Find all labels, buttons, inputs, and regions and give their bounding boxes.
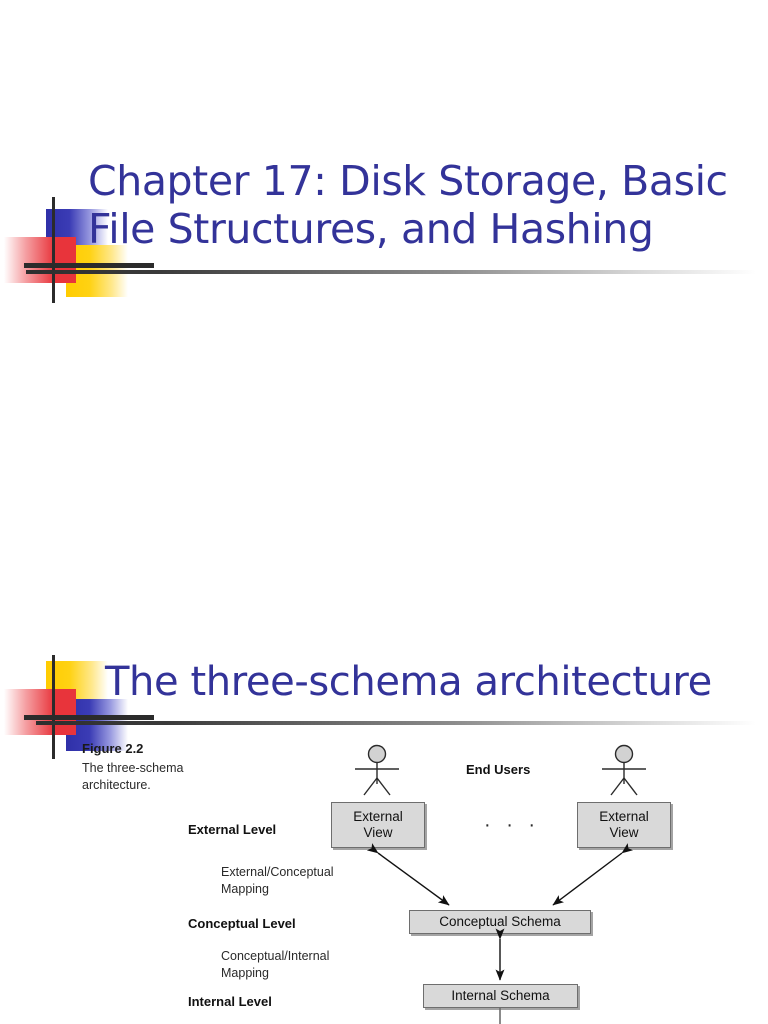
title-divider-rule-secondary xyxy=(36,721,756,725)
arrow-external-left-to-conceptual xyxy=(366,843,450,906)
arrow-external-right-to-conceptual xyxy=(552,843,634,906)
box-line-2: View xyxy=(609,825,639,840)
logo-vertical-bar xyxy=(52,655,55,759)
label-internal-level: Internal Level xyxy=(188,994,272,1009)
slide-title-chapter: Chapter 17: Disk Storage, Basic File Str… xyxy=(4,157,756,303)
logo-red-rectangle xyxy=(4,689,76,735)
logo-red-rectangle xyxy=(4,237,76,283)
stick-figure-user-left xyxy=(355,744,399,796)
label-external-level: External Level xyxy=(188,822,277,837)
internal-schema-box: Internal Schema xyxy=(423,984,578,1008)
box-line-1: External xyxy=(599,808,649,824)
conceptual-schema-label: Conceptual Schema xyxy=(439,913,561,929)
stick-figure-user-right xyxy=(602,744,646,796)
label-end-users: End Users xyxy=(466,762,531,777)
ellipsis-between-views: · · · xyxy=(484,814,541,836)
figure-caption-title: Figure 2.2 xyxy=(82,741,144,756)
logo-horizontal-bar xyxy=(24,715,154,720)
logo-horizontal-bar xyxy=(24,263,154,268)
logo-vertical-bar xyxy=(52,197,55,303)
three-schema-architecture-figure: Figure 2.2 The three-schema architecture… xyxy=(0,736,768,1024)
external-view-box-right: External View xyxy=(577,802,671,848)
powerpoint-corner-logo-secondary xyxy=(4,655,184,770)
external-view-box-left: External View xyxy=(331,802,425,848)
figure-vector-overlay xyxy=(355,744,646,1024)
external-view-label-left: External View xyxy=(353,809,403,842)
figure-caption-body: The three-schema architecture. xyxy=(82,761,184,792)
page-title: Chapter 17: Disk Storage, Basic File Str… xyxy=(88,157,728,254)
logo-blue-square xyxy=(66,699,128,751)
section-title: The three-schema architecture xyxy=(105,659,712,705)
internal-schema-label: Internal Schema xyxy=(451,987,550,1003)
title-divider-rule xyxy=(26,270,756,274)
external-view-label-right: External View xyxy=(599,809,649,842)
box-line-1: External xyxy=(353,808,403,824)
box-line-2: View xyxy=(363,825,393,840)
label-conceptual-level: Conceptual Level xyxy=(188,916,296,931)
